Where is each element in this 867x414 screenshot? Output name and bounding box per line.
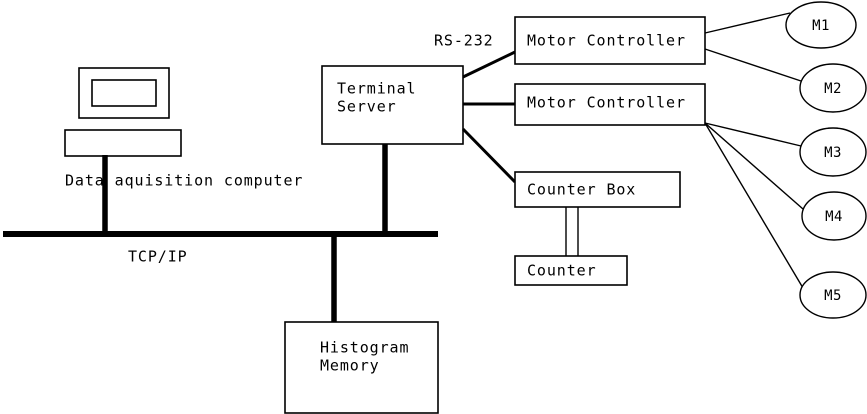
link-motorcontroller2-to-m4: [704, 122, 804, 210]
motor-controller-2[interactable]: Motor Controller: [514, 83, 706, 126]
motor-label-m5: M5: [824, 288, 842, 304]
histogram-memory-box: [284, 321, 439, 414]
counter-rect: [514, 255, 628, 286]
motor-node-m3[interactable]: M3: [799, 127, 867, 177]
terminal-server-label-line1: Terminal: [337, 80, 416, 98]
motor-controller-2-box: [514, 83, 706, 126]
histogram-memory-label-line2: Memory: [320, 357, 380, 375]
link-termserver-to-counterbox: [461, 127, 517, 184]
motor-label-m3: M3: [824, 145, 842, 161]
counter[interactable]: Counter: [514, 207, 628, 286]
motor-controller-1-box: [514, 16, 706, 65]
histogram-memory[interactable]: Histogram Memory: [284, 234, 439, 414]
histogram-memory-label-line1: Histogram: [320, 339, 409, 357]
terminal-server[interactable]: Terminal Server: [321, 65, 464, 234]
motor-label-m4: M4: [825, 209, 843, 225]
tcpip-bus-label: TCP/IP: [128, 248, 188, 266]
motor-ellipse-m2: [799, 63, 867, 113]
monitor-screen: [91, 79, 157, 107]
motor-controller-1[interactable]: Motor Controller: [514, 16, 706, 65]
motor-node-m1[interactable]: M1: [785, 1, 857, 49]
terminal-server-box: [321, 65, 464, 145]
motor-ellipse-m3: [799, 127, 867, 177]
link-motorcontroller1-to-m2: [704, 48, 802, 82]
link-termserver-to-motorcontroller-1: [462, 50, 516, 79]
motor-node-m5[interactable]: M5: [799, 271, 867, 319]
rs232-label: RS-232: [434, 32, 494, 50]
link-motorcontroller2-to-m3: [704, 122, 802, 147]
motor-ellipse-m1: [785, 1, 857, 49]
computer-base-unit: [64, 129, 182, 157]
counter-box[interactable]: Counter Box: [514, 171, 681, 208]
motor-ellipse-m5: [799, 271, 867, 319]
motor-label-m1: M1: [812, 18, 830, 34]
counter-box-rect: [514, 171, 681, 208]
link-motorcontroller1-to-m1: [704, 12, 791, 34]
motor-controller-2-label: Motor Controller: [527, 94, 686, 112]
motor-controller-1-label: Motor Controller: [527, 32, 686, 50]
computer-caption: Data aquisition computer: [65, 172, 303, 190]
motor-node-m4[interactable]: M4: [801, 191, 867, 241]
link-motorcontroller2-to-m5: [704, 122, 804, 289]
data-acquisition-computer[interactable]: Data aquisition computer: [64, 67, 303, 234]
counter-box-label: Counter Box: [527, 181, 636, 199]
motor-node-m2[interactable]: M2: [799, 63, 867, 113]
motor-label-m2: M2: [824, 81, 842, 97]
counter-label: Counter: [527, 262, 597, 280]
terminal-server-label-line2: Server: [337, 98, 397, 116]
motor-ellipse-m4: [801, 191, 867, 241]
